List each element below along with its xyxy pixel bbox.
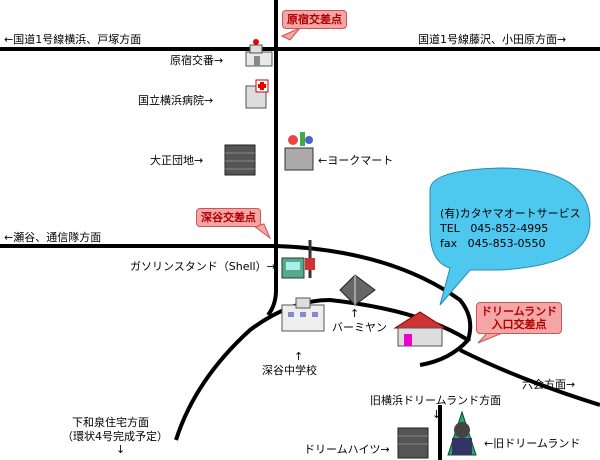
route1-west-label: ←国道1号線横浜、戸塚方面 — [4, 33, 142, 46]
koban-icon — [245, 39, 273, 67]
seya-label: ←瀬谷、通信隊方面 — [4, 231, 102, 244]
company-info: (有)カタヤマオートサービス TEL 045-852-4995 fax 045-… — [440, 206, 581, 251]
company-bubble — [429, 167, 591, 306]
school-label: 深谷中学校 — [262, 364, 317, 377]
school-icon — [281, 297, 325, 332]
tel-label: TEL — [440, 222, 460, 235]
school-arrow: ↑ — [294, 350, 304, 363]
old-dreamland-label: ←旧ドリームランド — [484, 437, 581, 450]
dreamland-intersection-callout: ドリームランド 入口交差点 — [476, 302, 563, 334]
fax-label: fax — [440, 237, 458, 250]
main-vertical-road — [266, 0, 278, 317]
harajuku-intersection-callout: 原宿交差点 — [282, 10, 347, 29]
shimowada-arrow: ↓ — [116, 443, 126, 456]
shimowada-label-1: 下和泉住宅方面 — [72, 416, 149, 429]
taisho-building-icon — [224, 144, 256, 176]
fax-number: 045-853-0550 — [467, 237, 546, 250]
old-dreamland-direction-label: 旧横浜ドリームランド方面 — [370, 394, 502, 407]
koban-label: 原宿交番→ — [170, 54, 224, 67]
dreamland-intersection-line1: ドリームランド — [481, 305, 558, 318]
taisho-label: 大正団地→ — [150, 154, 204, 167]
bamiyan-icon — [339, 274, 376, 306]
hospital-icon — [245, 79, 269, 109]
curve-road-south — [174, 297, 472, 441]
shop-house-icon — [393, 311, 447, 347]
old-dreamland-direction-arrow: ↓ — [432, 408, 442, 421]
gas-station-label: ガソリンスタンド（Shell）→ — [130, 260, 276, 273]
company-fax-row: fax 045-853-0550 — [440, 236, 581, 251]
old-dreamland-icon — [447, 410, 477, 456]
tel-number: 045-852-4995 — [470, 222, 549, 235]
dreamheights-label: ドリームハイツ→ — [304, 443, 390, 456]
yorkmart-icon — [284, 132, 314, 171]
route1-east-label: 国道1号線藤沢、小田原方面→ — [418, 33, 567, 46]
bamiyan-arrow: ↑ — [350, 307, 360, 320]
mutsuai-road — [459, 348, 600, 407]
mutsuai-label: 六会方面→ — [522, 378, 576, 391]
shimowada-label-2: （環状4号完成予定） — [62, 430, 168, 443]
company-name: (有)カタヤマオートサービス — [440, 207, 581, 220]
company-tel-row: TEL 045-852-4995 — [440, 221, 581, 236]
gas-station-icon — [281, 240, 315, 279]
hospital-label: 国立横浜病院→ — [138, 94, 214, 107]
curve-road-north — [275, 244, 473, 341]
harajuku-pointer — [280, 27, 301, 41]
bamiyan-label: バーミヤン — [332, 321, 387, 334]
dreamheights-building-icon — [397, 427, 429, 459]
yorkmart-label: ←ヨークマート — [318, 154, 394, 167]
fukaya-intersection-callout: 深谷交差点 — [196, 208, 261, 227]
dreamland-intersection-line2: 入口交差点 — [491, 318, 547, 331]
